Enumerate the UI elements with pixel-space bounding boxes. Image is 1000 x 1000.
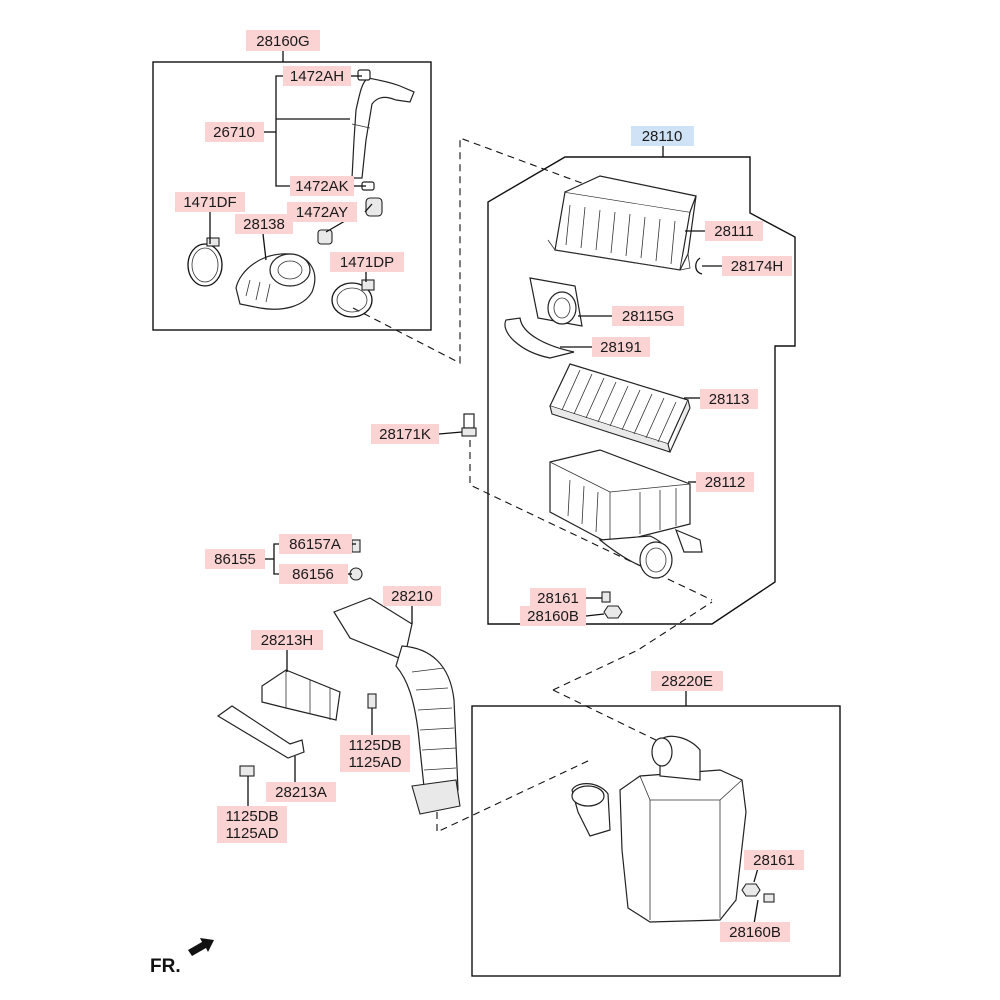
label-1471df[interactable]: 1471DF: [183, 194, 236, 211]
label-28160b-lower[interactable]: 28160B: [729, 924, 781, 941]
frame-28110-group: [487, 156, 796, 625]
label-28160b-upper[interactable]: 28160B: [527, 608, 579, 625]
grommet-28161-b: [763, 893, 775, 903]
label-28111[interactable]: 28111: [714, 223, 754, 240]
front-label: FR.: [150, 956, 181, 977]
label-1125db-lower[interactable]: 1125DB: [225, 808, 278, 825]
valve-28171k: [461, 413, 477, 437]
label-28160g[interactable]: 28160G: [256, 33, 309, 50]
label-28210[interactable]: 28210: [391, 588, 433, 605]
label-86157a[interactable]: 86157A: [289, 536, 341, 553]
nipple-small: [317, 229, 333, 245]
label-1472ah[interactable]: 1472AH: [290, 68, 344, 85]
label-28110[interactable]: 28110: [642, 128, 683, 145]
seal-28191: [504, 317, 575, 359]
bolt-1125db-b: [239, 765, 255, 777]
air-cleaner-body-28112: [549, 449, 703, 579]
front-direction-marker: FR.: [150, 938, 214, 977]
part-labels: 28160G 1472AH 26710 1472AK 1471DF 1472AY…: [175, 30, 804, 942]
nipple-1472ay: [365, 197, 383, 217]
label-28161-upper[interactable]: 28161: [537, 590, 579, 607]
label-86155[interactable]: 86155: [214, 551, 256, 568]
label-1125ad-lower[interactable]: 1125AD: [225, 825, 278, 842]
clamp-1472ah: [357, 69, 371, 81]
bolt-86157a: [351, 539, 361, 553]
dashed-link-hose-to-cover: [352, 137, 596, 364]
label-28113[interactable]: 28113: [709, 391, 750, 408]
label-1125db-upper[interactable]: 1125DB: [348, 737, 401, 754]
label-28220e[interactable]: 28220E: [661, 673, 713, 690]
dashed-link-duct-to-resonator: [436, 759, 591, 833]
duct-28210: [333, 597, 461, 815]
label-1125ad-upper[interactable]: 1125AD: [348, 754, 401, 771]
label-28191[interactable]: 28191: [600, 339, 642, 356]
clamp-1471dp: [331, 279, 375, 318]
label-1471dp[interactable]: 1471DP: [340, 254, 394, 271]
label-28138[interactable]: 28138: [243, 216, 285, 233]
label-1472ak[interactable]: 1472AK: [295, 178, 348, 195]
label-28171k[interactable]: 28171K: [379, 426, 431, 443]
label-26710[interactable]: 26710: [213, 124, 255, 141]
frame-28220e-group: [471, 705, 841, 977]
bracket-28213h: [261, 669, 341, 721]
nut-28160b-a: [603, 605, 623, 619]
clamp-1471df: [187, 237, 223, 287]
intake-hose-28138: [235, 253, 316, 310]
air-cleaner-cover-28111: [547, 175, 697, 271]
clip-28174h: [695, 257, 703, 275]
label-28112[interactable]: 28112: [705, 474, 746, 491]
bolt-1125db-a: [367, 693, 377, 709]
nut-28160b-b: [741, 883, 761, 897]
label-28174h[interactable]: 28174H: [731, 258, 784, 275]
label-28213a[interactable]: 28213A: [275, 784, 327, 801]
label-1472ay[interactable]: 1472AY: [296, 204, 348, 221]
frame-28160g-group: [152, 61, 432, 331]
label-28213h[interactable]: 28213H: [261, 632, 314, 649]
front-arrow-icon: [188, 938, 214, 956]
grommet-28161-a: [601, 591, 611, 603]
label-86156[interactable]: 86156: [292, 566, 334, 583]
label-28115g[interactable]: 28115G: [622, 308, 674, 325]
sensor-28115g: [529, 277, 583, 327]
dashed-link-valve: [469, 440, 713, 601]
breather-hose-26710: [351, 77, 415, 179]
air-filter-28113: [549, 363, 691, 453]
label-28161-lower[interactable]: 28161: [753, 852, 795, 869]
resonator-28220e: [571, 735, 747, 923]
dashed-link-resonator: [552, 689, 661, 743]
bracket-28213a: [216, 705, 305, 759]
